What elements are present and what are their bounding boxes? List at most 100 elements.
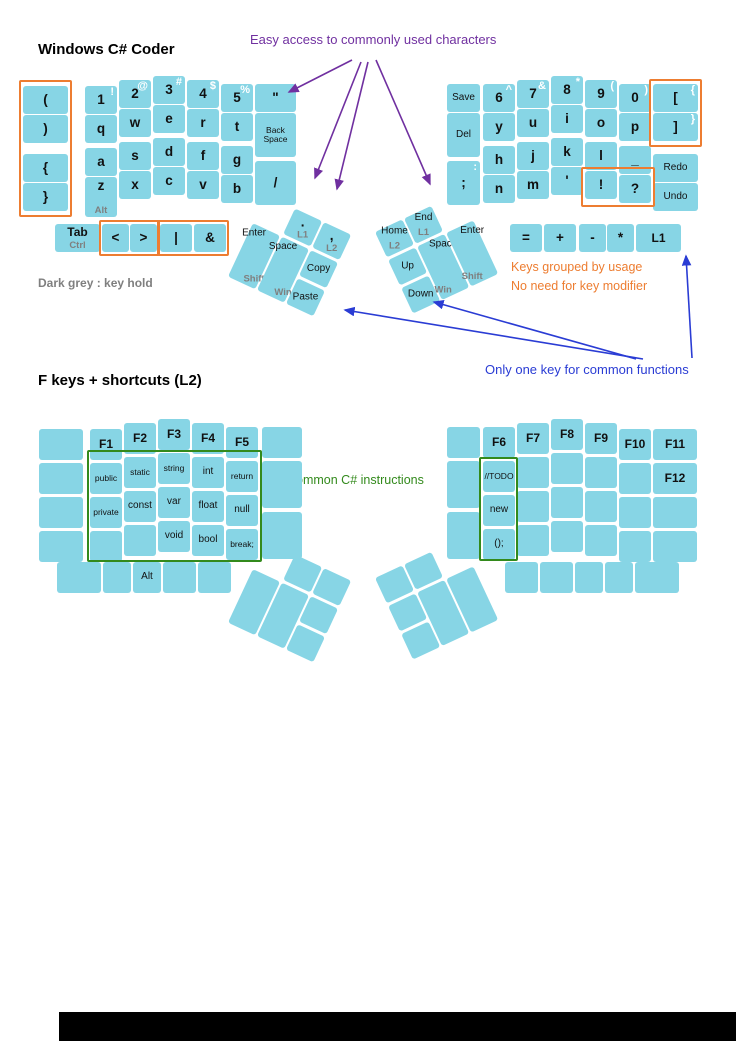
key-label: const: [128, 500, 152, 512]
key-f12: F12: [653, 463, 697, 494]
key-e: e: [153, 105, 185, 133]
key-label: ]: [673, 118, 678, 134]
key-label: i: [565, 110, 569, 126]
key-label: F9: [593, 431, 608, 446]
key-label: a: [97, 153, 105, 169]
key-label: bool: [198, 534, 218, 546]
key-label: <: [111, 229, 120, 245]
shift-label: {: [690, 84, 695, 96]
key-c: c: [153, 167, 185, 195]
key-parens-semicolon: ();: [483, 529, 515, 560]
key-apostrophe: ': [551, 167, 583, 195]
annotation-grouped-usage: Keys grouped by usage: [511, 260, 643, 274]
hold-label: Ctrl: [69, 239, 86, 251]
purple-annotation-arrow: [334, 61, 369, 191]
key-7: 7&: [517, 80, 549, 108]
key-label: *: [617, 229, 624, 245]
key-blank: [39, 429, 83, 460]
key-label: m: [526, 176, 539, 192]
key-private: private: [90, 497, 122, 528]
key-label: return: [230, 471, 254, 482]
key-exclamation: !: [585, 171, 617, 199]
key-label: =: [522, 229, 530, 245]
key-const: const: [124, 491, 156, 522]
key-label: 5: [233, 89, 241, 105]
annotation-one-key: Only one key for common functions: [485, 362, 689, 377]
key-label: Tab: [67, 225, 88, 239]
key-label: 0: [631, 89, 639, 105]
key-label: r: [200, 114, 206, 130]
key-blank: [605, 562, 633, 593]
key-r: r: [187, 109, 219, 137]
key-blank: [57, 562, 101, 593]
key-greater-than: >: [130, 224, 157, 252]
key-label: ': [565, 172, 569, 188]
key-label: (: [43, 91, 48, 107]
key-label: &: [205, 229, 215, 245]
key-blank: [575, 562, 603, 593]
key-label: o: [596, 114, 606, 130]
key-blank: [517, 491, 549, 522]
key-blank: [124, 525, 156, 556]
key-label: private: [93, 507, 119, 518]
key-l1: L1: [636, 224, 681, 252]
blue-annotation-arrow: [681, 254, 693, 359]
key-blank: [585, 491, 617, 522]
key-label: Enter: [460, 224, 485, 236]
key-blank: [90, 531, 122, 562]
key-f3: F3: [158, 419, 190, 450]
key-todo-comment: //TODO: [483, 461, 515, 492]
key-label: u: [528, 114, 538, 130]
key-label: //TODO: [484, 471, 514, 482]
key-brace-open: {: [23, 154, 68, 182]
key-o: o: [585, 109, 617, 137]
key-label: j: [531, 147, 535, 163]
key-backspace: Back Space: [255, 113, 296, 157]
key-label: 8: [563, 81, 571, 97]
key-8: 8*: [551, 76, 583, 104]
key-slash: /: [255, 161, 296, 205]
key-minus: -: [579, 224, 606, 252]
shift-label: %: [240, 84, 250, 96]
key-label: c: [165, 172, 173, 188]
key-label: Space: [268, 241, 298, 253]
key-blank: [619, 497, 651, 528]
key-f2: F2: [124, 423, 156, 454]
key-label: h: [494, 151, 504, 167]
key-label: +: [556, 229, 564, 245]
orange-highlight-box: [157, 220, 229, 256]
key-2: 2@: [119, 80, 151, 108]
key-equals: =: [510, 224, 542, 252]
key-bracket-open: [{: [653, 84, 698, 112]
key-label: void: [164, 530, 184, 542]
key-s: s: [119, 142, 151, 170]
purple-annotation-arrow: [314, 61, 362, 180]
hold-label: Shift: [461, 270, 483, 282]
key-label: F12: [664, 471, 686, 486]
key-f5: F5: [226, 427, 258, 458]
key-save: Save: [447, 84, 480, 112]
key-f: f: [187, 142, 219, 170]
purple-annotation-arrow: [375, 59, 431, 186]
key-blank: [39, 463, 83, 494]
key-5: 5%: [221, 84, 253, 112]
key-blank: [39, 531, 83, 562]
key-blank: [285, 624, 325, 663]
key-3: 3#: [153, 76, 185, 104]
key-4: 4$: [187, 80, 219, 108]
shift-label: $: [209, 80, 216, 92]
key-blank: [619, 463, 651, 494]
key-label: Copy: [306, 262, 331, 274]
purple-annotation-arrow: [287, 59, 353, 93]
blue-annotation-arrow: [343, 306, 644, 360]
key-pipe: |: [160, 224, 192, 252]
key-blank: [505, 562, 538, 593]
hold-label: Win: [434, 283, 452, 295]
shift-label: #: [175, 76, 182, 88]
key-label: End: [414, 211, 433, 223]
key-int: int: [192, 457, 224, 488]
key-v: v: [187, 171, 219, 199]
key-label: F10: [624, 437, 646, 452]
key-void: void: [158, 521, 190, 552]
